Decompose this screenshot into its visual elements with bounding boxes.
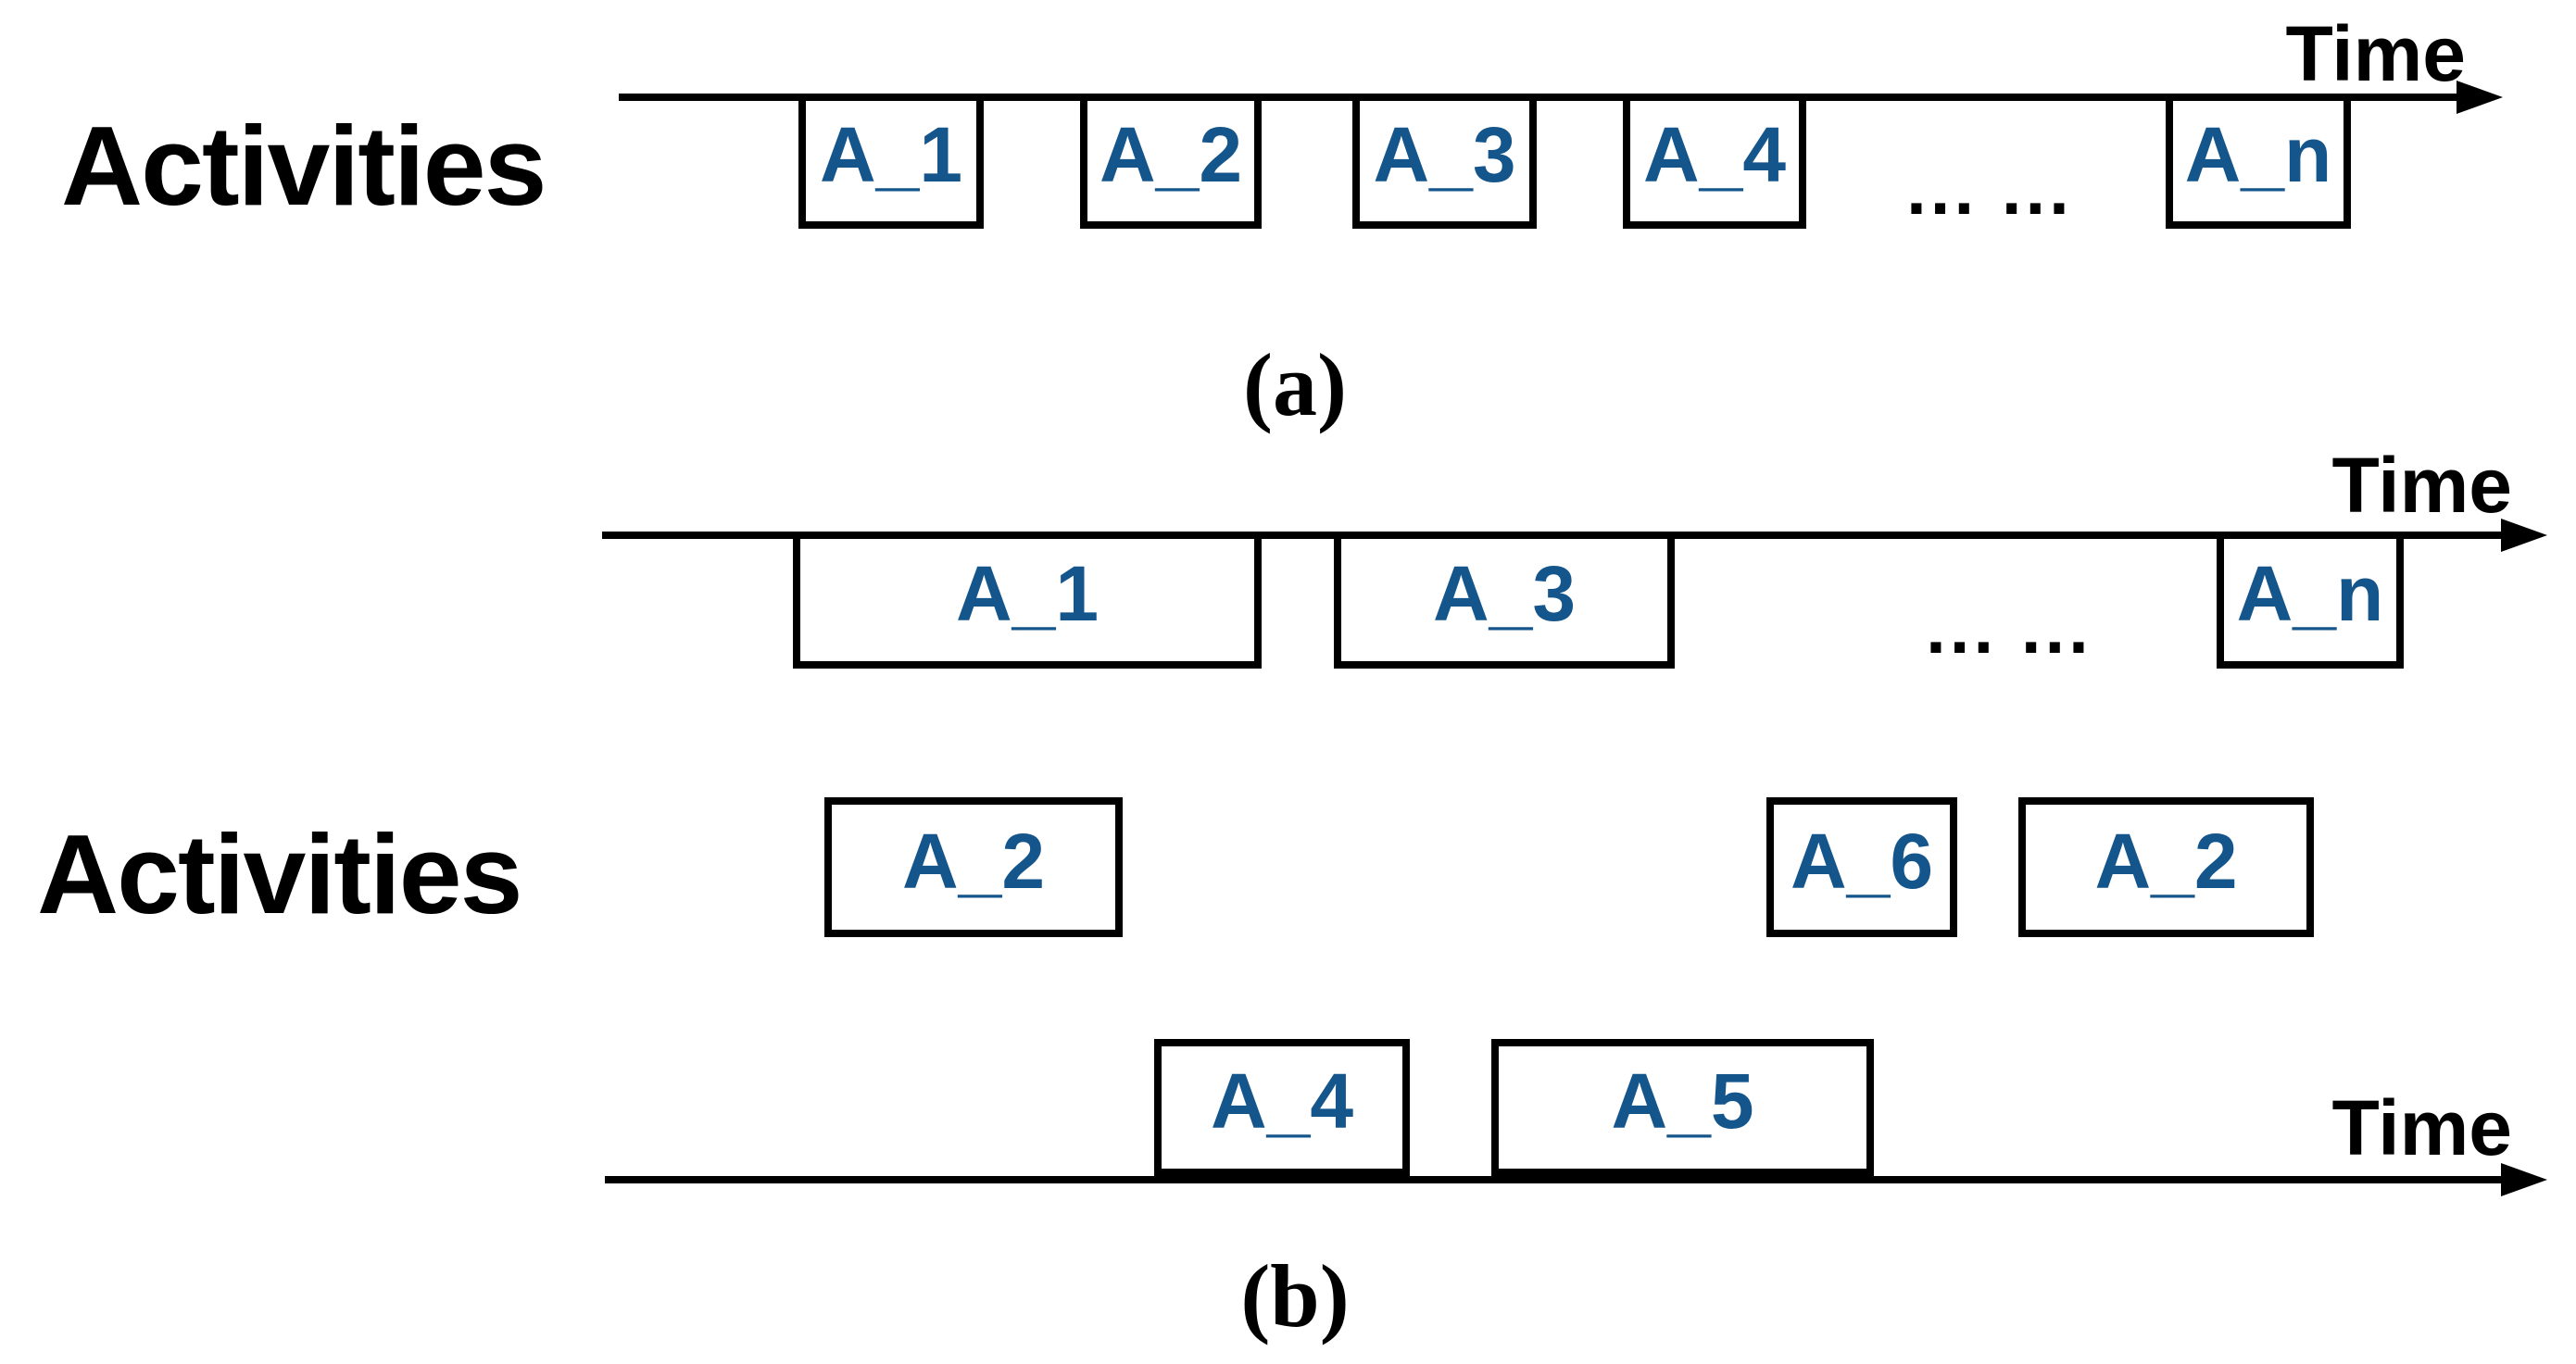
activity-box-b-row2-a2-second: A_2 bbox=[2018, 797, 2314, 937]
panel-a-timeline bbox=[619, 94, 2462, 101]
panel-a-time-label: Time bbox=[2285, 10, 2466, 97]
panel-b-row3-time-arrowhead-icon bbox=[2501, 1163, 2547, 1196]
activity-box-b-row1-a1: A_1 bbox=[793, 532, 1262, 669]
panel-b-row1-time-label: Time bbox=[2331, 442, 2512, 529]
activity-box-a4: A_4 bbox=[1623, 94, 1806, 229]
panel-a-caption: (a) bbox=[1243, 335, 1347, 434]
panel-b-row3-time-label: Time bbox=[2331, 1084, 2512, 1171]
activity-label: A_2 bbox=[1099, 111, 1243, 198]
panel-b-caption: (b) bbox=[1240, 1246, 1350, 1345]
activity-label: A_n bbox=[2236, 550, 2384, 637]
panel-b-row1-time-arrowhead-icon bbox=[2501, 519, 2547, 552]
activity-label: A_1 bbox=[819, 111, 963, 198]
panel-b-activities-label: Activities bbox=[37, 811, 522, 937]
panel-a-activities-label: Activities bbox=[61, 103, 547, 229]
activity-label: A_3 bbox=[1432, 550, 1577, 637]
activity-box-b-row1-an: A_n bbox=[2217, 532, 2404, 669]
activity-label: A_4 bbox=[1642, 111, 1787, 198]
panel-a-time-arrowhead-icon bbox=[2457, 81, 2503, 114]
activity-box-a2: A_2 bbox=[1080, 94, 1262, 229]
panel-b-row1-ellipsis: ... ... bbox=[1926, 587, 2092, 669]
activity-label: A_6 bbox=[1790, 817, 1934, 905]
activity-label: A_1 bbox=[955, 550, 1100, 637]
panel-a-ellipsis: ... ... bbox=[1906, 148, 2073, 230]
activity-label: A_4 bbox=[1210, 1057, 1354, 1145]
activity-box-a1: A_1 bbox=[798, 94, 984, 229]
activity-label: A_3 bbox=[1373, 111, 1516, 198]
activity-box-an: A_n bbox=[2166, 94, 2351, 229]
activity-label: A_5 bbox=[1611, 1057, 1754, 1145]
activity-box-b-row2-a6: A_6 bbox=[1766, 797, 1957, 937]
activity-label: A_2 bbox=[2094, 817, 2238, 905]
activity-box-b-row3-a5: A_5 bbox=[1491, 1039, 1874, 1176]
activity-label: A_n bbox=[2184, 111, 2332, 198]
activity-box-b-row1-a3: A_3 bbox=[1334, 532, 1675, 669]
activity-box-b-row3-a4: A_4 bbox=[1154, 1039, 1410, 1176]
activity-label: A_2 bbox=[901, 817, 1046, 905]
activity-box-a3: A_3 bbox=[1352, 94, 1537, 229]
activity-box-b-row2-a2-first: A_2 bbox=[824, 797, 1123, 937]
panel-b-row3-timeline bbox=[605, 1176, 2503, 1183]
